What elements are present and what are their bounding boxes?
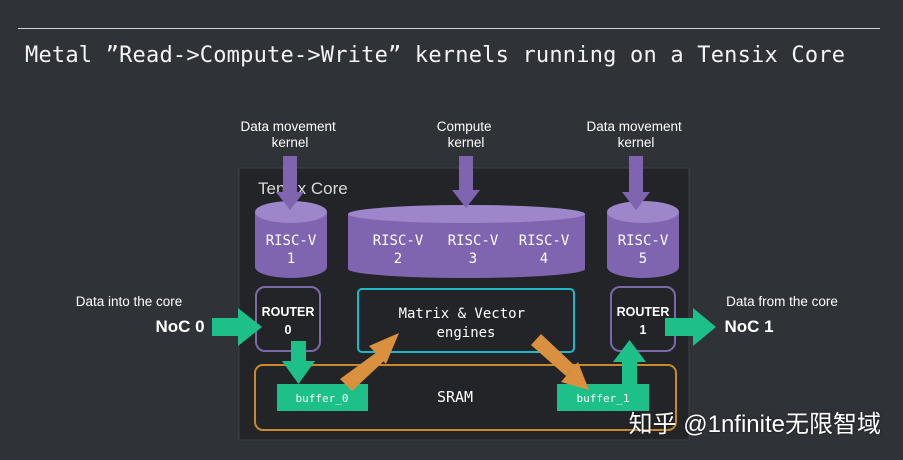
router-1-number: 1 [640, 323, 647, 337]
riscv-2-label: RISC-V [373, 233, 424, 249]
router-0-label: ROUTER [262, 305, 315, 319]
engines-to-buffer-1-arrow [531, 334, 589, 390]
slide-title: Metal ”Read->Compute->Write” kernels run… [25, 43, 846, 68]
data-from-core-label: Data from the core [726, 294, 838, 309]
riscv-1-number: 1 [287, 251, 295, 267]
router-0: ROUTER 0 [255, 286, 321, 352]
riscv-5-number: 5 [639, 251, 647, 267]
data-into-core-label: Data into the core [76, 294, 183, 309]
riscv-4-label: RISC-V [519, 233, 570, 249]
matrix-vector-engines-label: Matrix & Vector engines [399, 306, 534, 341]
tensix-core-label: Tensix Core [258, 179, 348, 198]
riscv-1-cylinder: RISC-V 1 [255, 201, 327, 278]
router-0-number: 0 [285, 323, 292, 337]
kernel-arrow-left [276, 156, 304, 210]
kernel-arrow-right [622, 156, 650, 210]
watermark: 知乎 @1nfinite无限智域 [628, 411, 881, 438]
riscv-3-label: RISC-V [448, 233, 499, 249]
buffer-0-label: buffer_0 [296, 392, 349, 405]
kernel-label-right: Data movement kernel [586, 119, 685, 150]
riscv-3-number: 3 [469, 251, 477, 267]
riscv-5-cylinder: RISC-V 5 [607, 201, 679, 278]
buffer-1-label: buffer_1 [577, 392, 630, 405]
router-1: ROUTER 1 [610, 286, 676, 352]
buffer-1 [557, 384, 649, 411]
riscv-2-4-cylinder: RISC-V 2 RISC-V 3 RISC-V 4 [348, 205, 585, 278]
noc-0-label: NoC 0 [155, 317, 204, 336]
router-to-buffer-0-arrow [282, 341, 315, 384]
sram-label: SRAM [437, 388, 473, 406]
kernel-arrow-center [452, 156, 480, 208]
noc-1-label: NoC 1 [724, 317, 773, 336]
buffer-1-to-router-arrow [613, 340, 646, 386]
riscv-4-number: 4 [540, 251, 548, 267]
kernel-label-left: Data movement kernel [240, 119, 339, 150]
top-divider [18, 28, 880, 29]
noc-1-output-arrow [665, 308, 716, 346]
router-1-label: ROUTER [617, 305, 670, 319]
buffer-0-to-engines-arrow [340, 333, 399, 391]
noc-0-input-arrow [212, 308, 262, 346]
riscv-2-number: 2 [394, 251, 402, 267]
kernel-label-center: Compute kernel [437, 119, 496, 150]
matrix-vector-engines-box [357, 288, 575, 353]
riscv-5-label: RISC-V [618, 233, 669, 249]
riscv-1-label: RISC-V [266, 233, 317, 249]
sram-box [254, 364, 677, 431]
